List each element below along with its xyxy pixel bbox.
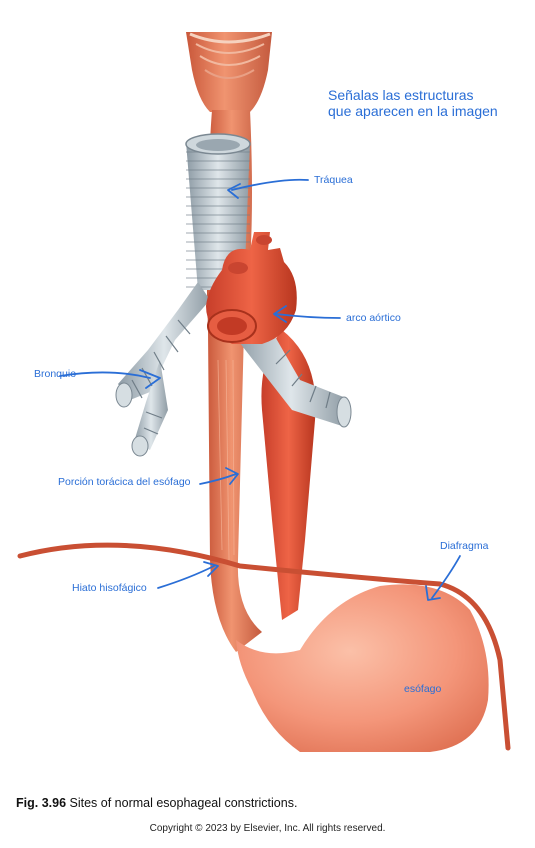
figure-number: Fig. 3.96 — [16, 796, 67, 810]
esophagus-fibers — [217, 359, 235, 561]
label-trachea: Tráquea — [314, 174, 353, 186]
arrow-diaphragm — [425, 555, 461, 601]
pharynx — [186, 32, 272, 112]
label-bronchus: Bronquio — [34, 368, 77, 380]
annotation-arrows — [59, 178, 461, 601]
figure-caption-text: Sites of normal esophageal constrictions… — [69, 796, 298, 810]
arrow-bronchus — [59, 369, 161, 389]
diaphragm — [17, 542, 511, 751]
label-thoracic-esophagus: Porción torácica del esófago — [58, 476, 191, 488]
arrow-aortic-arch — [273, 305, 341, 323]
aortic-arch — [206, 232, 297, 344]
left-bronchus — [115, 282, 210, 457]
arrow-hiatus — [157, 561, 219, 589]
label-stomach: esófago — [404, 683, 442, 695]
stomach — [236, 584, 489, 752]
label-aortic-arch: arco aórtico — [346, 312, 401, 324]
arrow-esophagus — [199, 467, 239, 485]
label-diaphragm: Diafragma — [440, 540, 489, 552]
instruction-line-1: Señalas las estructuras — [328, 87, 474, 103]
trachea — [185, 133, 251, 292]
copyright-notice: Copyright © 2023 by Elsevier, Inc. All r… — [149, 823, 386, 834]
instruction-line-2: que aparecen en la imagen — [328, 103, 498, 119]
label-hiatus: Hiato hisofágico — [72, 582, 147, 594]
figure-caption: Fig. 3.96 Sites of normal esophageal con… — [16, 796, 297, 810]
arrow-trachea — [227, 178, 309, 199]
